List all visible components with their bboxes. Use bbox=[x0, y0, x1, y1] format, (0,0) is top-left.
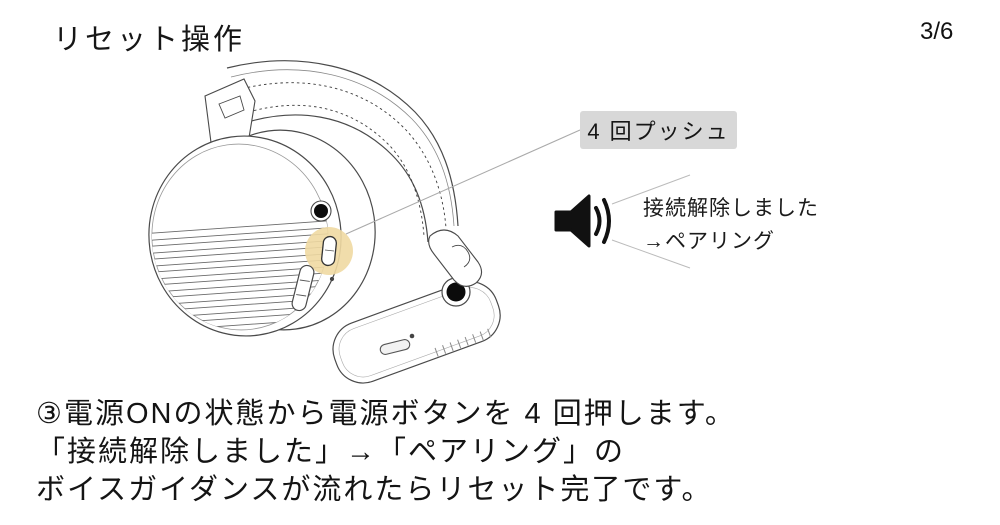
sound-line-top bbox=[611, 174, 691, 205]
yoke-hinge bbox=[428, 229, 483, 287]
instruction-text: ③電源ONの状態から電源ボタンを 4 回押します。 「接続解除しました」→「ペア… bbox=[36, 395, 736, 509]
callout-leader-line bbox=[345, 129, 581, 235]
headband bbox=[226, 60, 459, 243]
instruction-line: ボイスガイダンスが流れたらリセット完了です。 bbox=[36, 474, 713, 506]
instruction-line: ③電源ONの状態から電源ボタンを 4 回押します。 bbox=[36, 398, 736, 430]
page-title: リセット操作 bbox=[53, 24, 246, 56]
usb-port bbox=[379, 339, 411, 355]
instruction-line: 「接続解除しました」→「ペアリング」の bbox=[36, 436, 626, 468]
sound-line-bottom bbox=[611, 239, 691, 269]
folded-ear-cup bbox=[332, 277, 501, 384]
headphone-jack bbox=[314, 204, 328, 218]
power-led bbox=[329, 276, 335, 282]
page-number: 3/6 bbox=[920, 18, 954, 45]
speaker-icon bbox=[554, 174, 691, 269]
push-count-callout: 4 回プッシュ bbox=[580, 111, 737, 149]
volume-rocker bbox=[291, 264, 315, 312]
voice-guidance-text: 接続解除しました →ペアリング bbox=[643, 192, 819, 258]
voice-guidance-line: →ペアリング bbox=[643, 230, 775, 253]
aux-jack bbox=[446, 282, 466, 302]
power-button bbox=[321, 235, 337, 267]
status-led bbox=[409, 333, 415, 339]
voice-guidance-line: 接続解除しました bbox=[643, 197, 819, 220]
ear-cup bbox=[140, 129, 376, 337]
